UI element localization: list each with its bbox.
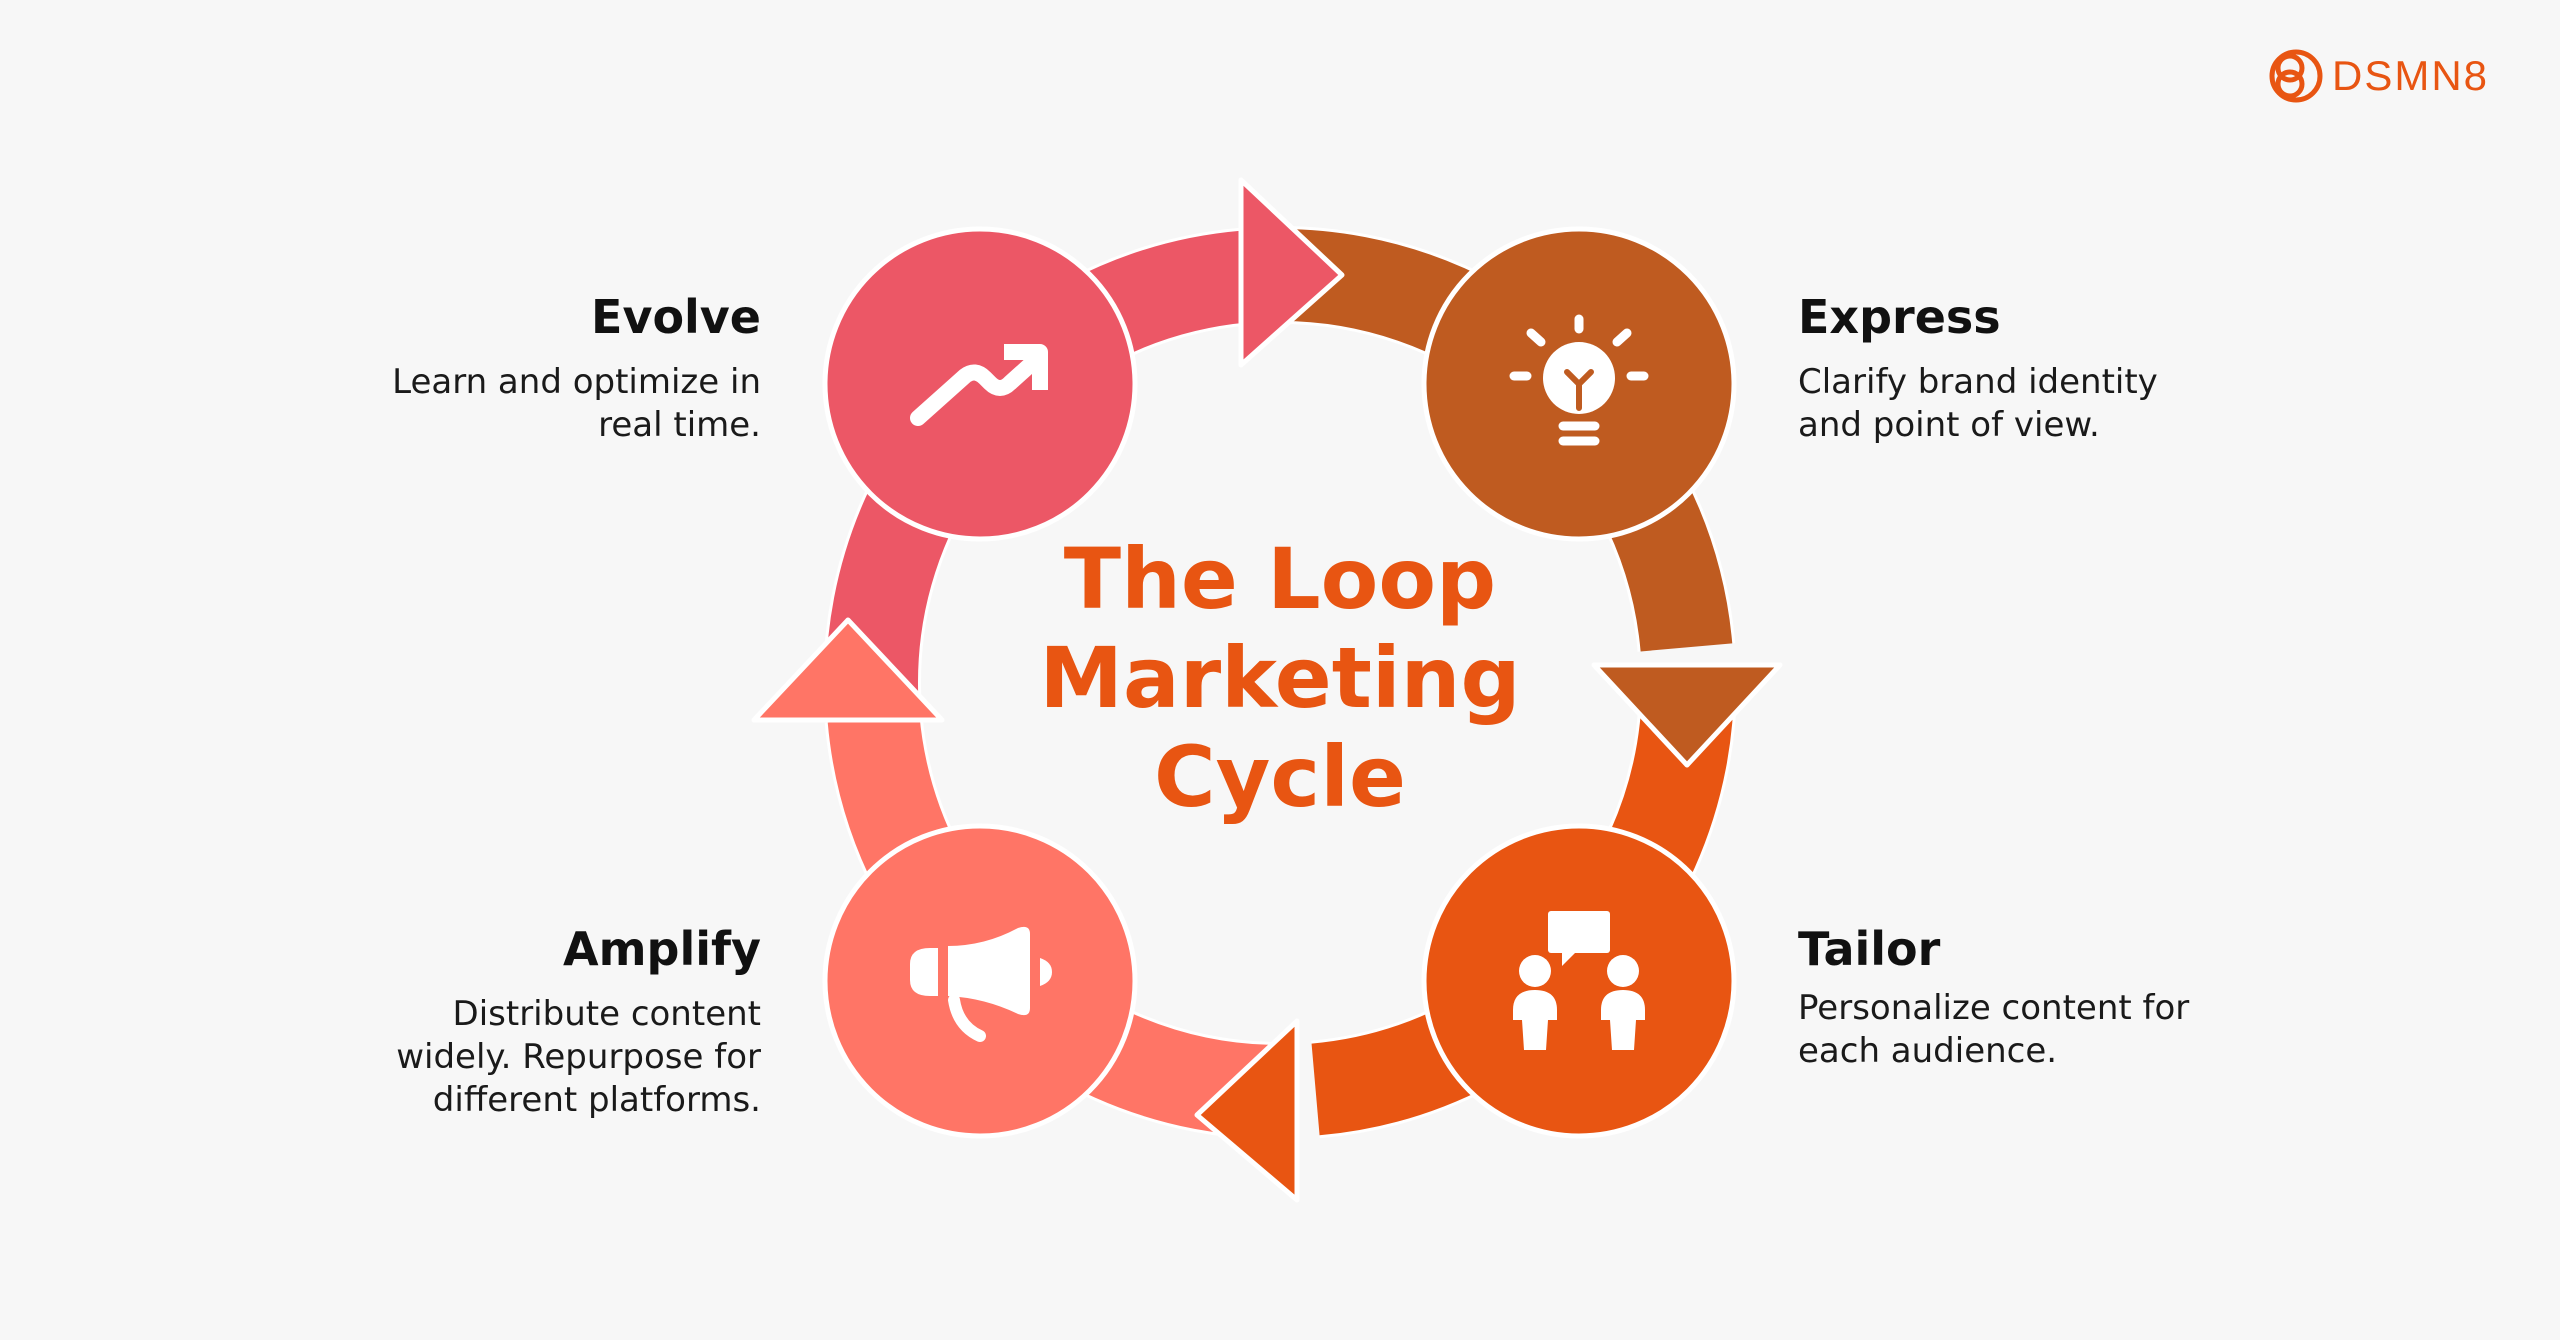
step-heading: Amplify xyxy=(563,922,761,976)
trending-up-icon xyxy=(910,344,1048,426)
tailor-circle xyxy=(1421,823,1737,1139)
megaphone-icon xyxy=(910,926,1052,1042)
brand-logo: DSMN8 xyxy=(2268,48,2489,104)
step-heading: Evolve xyxy=(591,290,761,344)
step-heading: Express xyxy=(1798,290,2001,344)
people-chat-icon xyxy=(1513,911,1645,1050)
title-line: The Loop xyxy=(1063,530,1497,628)
arrowhead-amplify xyxy=(751,617,945,723)
arrowhead-express xyxy=(1591,662,1783,768)
step-heading: Tailor xyxy=(1798,922,1941,976)
logo-rings-icon xyxy=(2269,49,2323,103)
arrowhead-evolve xyxy=(1238,177,1345,368)
diagram-title: The Loop Marketing Cycle xyxy=(980,530,1580,827)
arrowhead-tailor xyxy=(1194,1018,1300,1203)
title-line: Cycle xyxy=(1154,728,1406,826)
lightbulb-icon xyxy=(1509,314,1649,446)
title-line: Marketing xyxy=(1039,629,1521,727)
brand-name: DSMN8 xyxy=(2332,52,2490,99)
